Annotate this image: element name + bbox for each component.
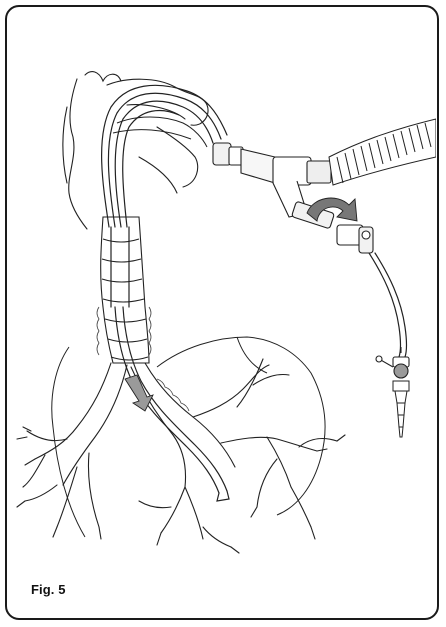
medical-illustration [7, 7, 436, 617]
figure-frame: Fig. 5 [5, 5, 439, 620]
trachea [101, 217, 149, 363]
head-outline [63, 72, 208, 229]
suction-line [369, 253, 407, 357]
bronchial-tree [17, 359, 345, 553]
suction-valve [337, 225, 373, 253]
ventilator-hose [329, 119, 436, 185]
stopcock [376, 347, 409, 378]
stepped-connector [393, 381, 409, 437]
figure-label: Fig. 5 [31, 582, 66, 597]
